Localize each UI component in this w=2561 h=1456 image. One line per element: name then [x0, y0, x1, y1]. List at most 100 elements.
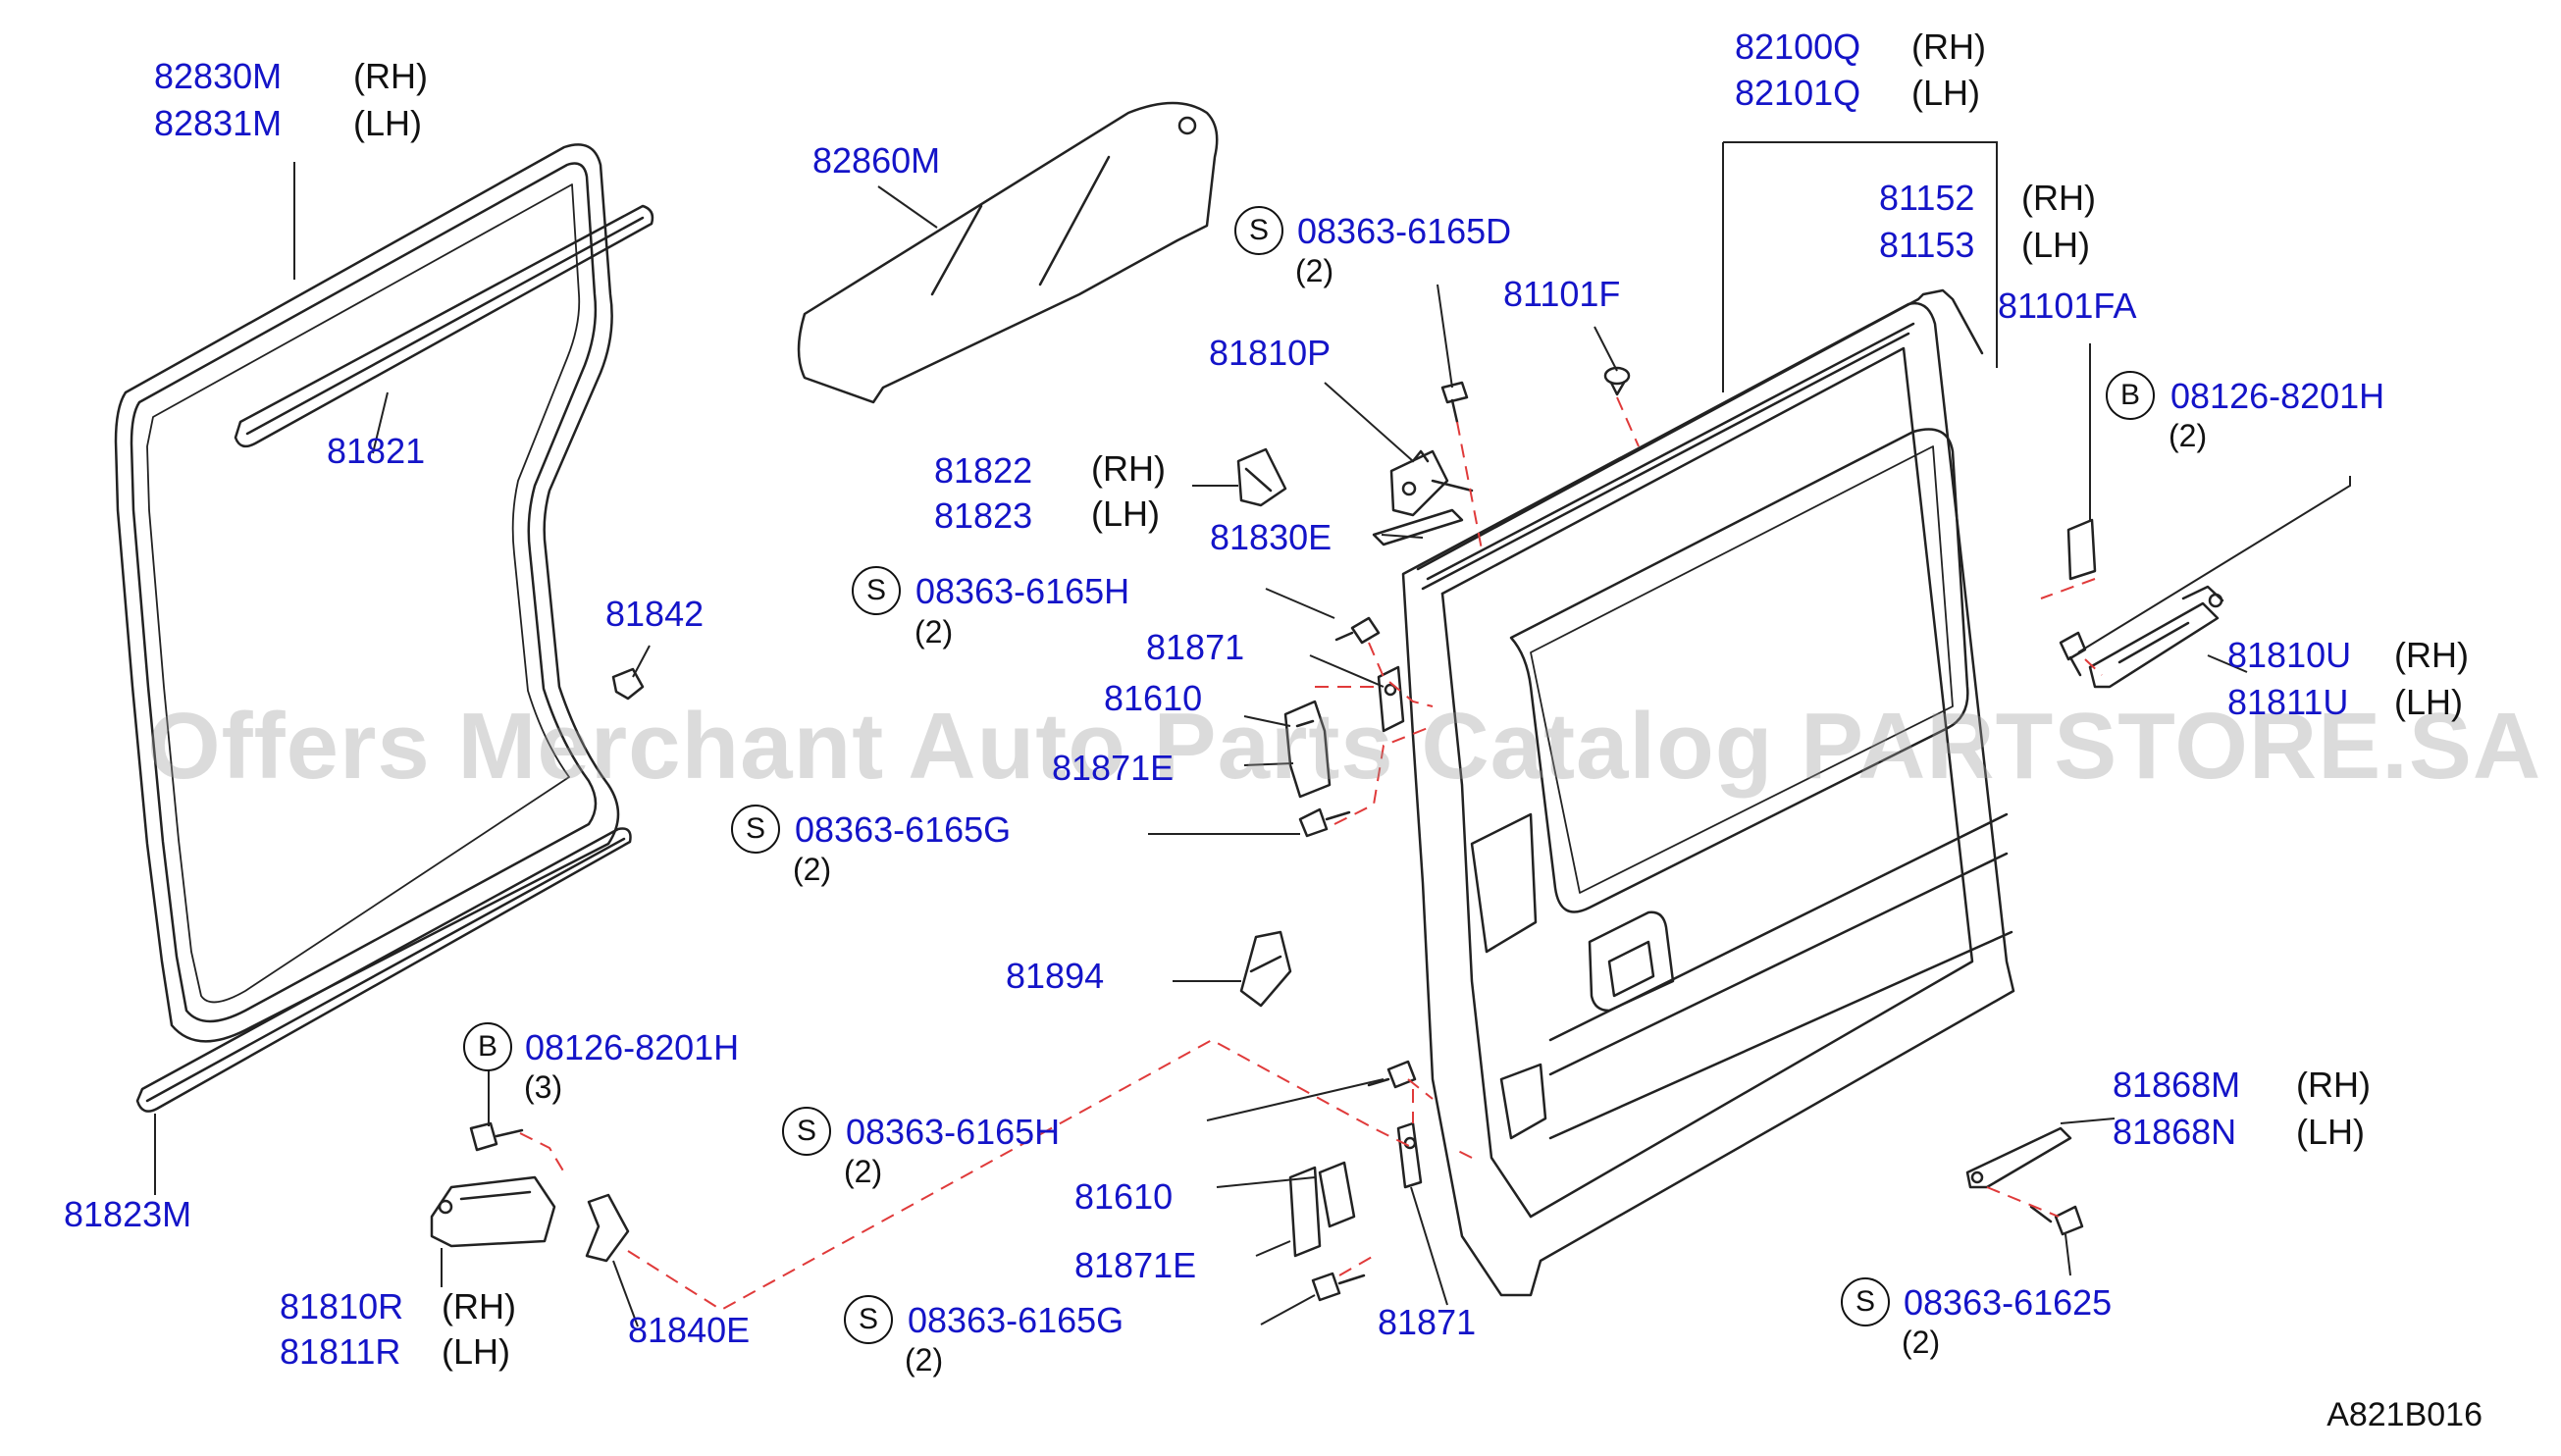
side-81868n: (LH) [2296, 1112, 2365, 1152]
leader-lines [154, 141, 2351, 1327]
plate-81830e [1372, 508, 1464, 546]
striker-81871-upper [1377, 665, 1405, 733]
bracket-81840e [585, 1193, 630, 1263]
qty-08126-8201h-lower: (3) [524, 1069, 563, 1105]
qty-08126-8201h-right: (2) [2169, 418, 2208, 453]
part-81868n[interactable]: 81868N [2113, 1112, 2237, 1152]
part-81610-upper[interactable]: 81610 [1104, 678, 1203, 718]
part-81811r[interactable]: 81811R [280, 1331, 401, 1372]
bracket-81868m [1965, 1126, 2072, 1189]
bolt-08126-8201h-right [2059, 631, 2087, 677]
part-08363-6165d[interactable]: 08363-6165D [1297, 211, 1512, 251]
part-08363-6165g-upper[interactable]: 08363-6165G [795, 809, 1012, 850]
badge-s-08363-6165d: S [1234, 206, 1283, 255]
bolt-08363-6165g-lower [1311, 1272, 1366, 1302]
weatherstrip-82830m [114, 143, 620, 1043]
guide-81610-upper [1283, 700, 1332, 799]
qty-08363-6165g-upper: (2) [793, 852, 832, 887]
part-81152[interactable]: 81152 [1879, 178, 1975, 218]
part-81823m[interactable]: 81823M [64, 1194, 192, 1234]
clip-81101f [1603, 366, 1631, 396]
part-08363-61625[interactable]: 08363-61625 [1904, 1282, 2113, 1323]
part-08363-6165g-lower[interactable]: 08363-6165G [908, 1300, 1124, 1340]
part-81101f[interactable]: 81101F [1503, 274, 1621, 314]
part-81871-lower[interactable]: 81871 [1378, 1302, 1477, 1342]
part-81871e-upper[interactable]: 81871E [1052, 748, 1175, 788]
part-81842[interactable]: 81842 [605, 594, 705, 634]
part-81101fa[interactable]: 81101FA [1998, 286, 2137, 326]
part-82101q[interactable]: 82101Q [1735, 73, 1861, 113]
part-81810u[interactable]: 81810U [2227, 635, 2352, 675]
door-frame-81152 [1416, 288, 1984, 591]
lower-strip-81823m [135, 827, 632, 1113]
side-81152: (RH) [2021, 178, 2096, 218]
part-08126-8201h-lower[interactable]: 08126-8201H [525, 1027, 740, 1067]
part-81821[interactable]: 81821 [327, 431, 426, 471]
part-81822[interactable]: 81822 [934, 450, 1033, 491]
qty-08363-6165d: (2) [1295, 253, 1334, 288]
bolt-08363-6165d [1440, 381, 1469, 424]
side-81811u: (LH) [2394, 682, 2463, 722]
part-82860m[interactable]: 82860M [812, 140, 941, 181]
side-82830m: (RH) [353, 56, 428, 96]
bracket-81894 [1239, 930, 1292, 1008]
part-82100q[interactable]: 82100Q [1735, 26, 1861, 67]
part-81830e[interactable]: 81830E [1210, 517, 1333, 557]
side-82831m: (LH) [353, 103, 422, 143]
part-81810r[interactable]: 81810R [280, 1286, 404, 1326]
part-81840e[interactable]: 81840E [628, 1310, 751, 1350]
bracket-81822 [1236, 447, 1287, 507]
qty-08363-61625: (2) [1902, 1325, 1941, 1360]
part-81810p[interactable]: 81810P [1209, 333, 1332, 373]
side-81811r: (LH) [442, 1331, 510, 1372]
side-82101q: (LH) [1911, 73, 1980, 113]
qty-08363-6165g-lower: (2) [905, 1342, 944, 1378]
side-81810r: (RH) [442, 1286, 516, 1326]
part-81823[interactable]: 81823 [934, 495, 1033, 536]
door-panel-82100q [1401, 301, 2015, 1297]
side-82100q: (RH) [1911, 26, 1986, 67]
hinge-81810u [2088, 585, 2224, 689]
part-81894[interactable]: 81894 [1006, 956, 1105, 996]
diagram-code: A821B016 [2326, 1396, 2483, 1433]
part-81153[interactable]: 81153 [1879, 225, 1975, 265]
assembly-lines [519, 396, 2103, 1312]
part-82831m[interactable]: 82831M [154, 103, 283, 143]
part-81871-upper[interactable]: 81871 [1146, 627, 1245, 667]
qty-08363-6165h-lower: (2) [844, 1154, 883, 1189]
side-81810u: (RH) [2394, 635, 2469, 675]
part-08363-6165h-lower[interactable]: 08363-6165H [846, 1112, 1061, 1152]
part-08126-8201h-right[interactable]: 08126-8201H [2170, 376, 2385, 416]
side-81153: (LH) [2021, 225, 2090, 265]
bolt-08126-8201h-lower [469, 1121, 524, 1152]
part-81610-lower[interactable]: 81610 [1074, 1176, 1174, 1217]
part-08363-6165h-upper[interactable]: 08363-6165H [915, 571, 1130, 611]
bolt-08363-6165h-lower [1367, 1060, 1417, 1089]
badge-s-08363-6165g-upper: S [731, 805, 780, 854]
badge-s-08363-6165g-lower: S [844, 1295, 893, 1344]
part-81868m[interactable]: 81868M [2113, 1065, 2241, 1105]
label-patch-81101fa [2066, 518, 2097, 581]
striker-81871-lower [1396, 1121, 1423, 1189]
qty-08363-6165h-upper: (2) [915, 614, 954, 650]
part-82830m[interactable]: 82830M [154, 56, 283, 96]
bolt-08363-6165g-upper [1298, 807, 1351, 838]
guide-81610-lower [1288, 1161, 1356, 1258]
bracket-81810p [1389, 449, 1474, 517]
hinge-81810r [430, 1175, 556, 1248]
side-81823: (LH) [1091, 494, 1160, 534]
part-81811u[interactable]: 81811U [2227, 682, 2349, 722]
drip-strip-81821 [234, 204, 654, 448]
glass-82860m [797, 101, 1219, 404]
side-81822: (RH) [1091, 448, 1166, 489]
bolt-08363-61625 [2029, 1205, 2084, 1236]
bolt-08363-6165h-upper [1334, 616, 1381, 645]
part-81871e-lower[interactable]: 81871E [1074, 1245, 1197, 1285]
side-81868m: (RH) [2296, 1065, 2371, 1105]
badge-s-08363-6165h-lower: S [782, 1107, 831, 1156]
badge-s-08363-61625: S [1841, 1277, 1890, 1326]
badge-s-08363-6165h-upper: S [852, 566, 901, 615]
badge-b-08126-8201h-right: B [2106, 371, 2155, 420]
badge-b-08126-8201h-lower: B [463, 1022, 512, 1071]
